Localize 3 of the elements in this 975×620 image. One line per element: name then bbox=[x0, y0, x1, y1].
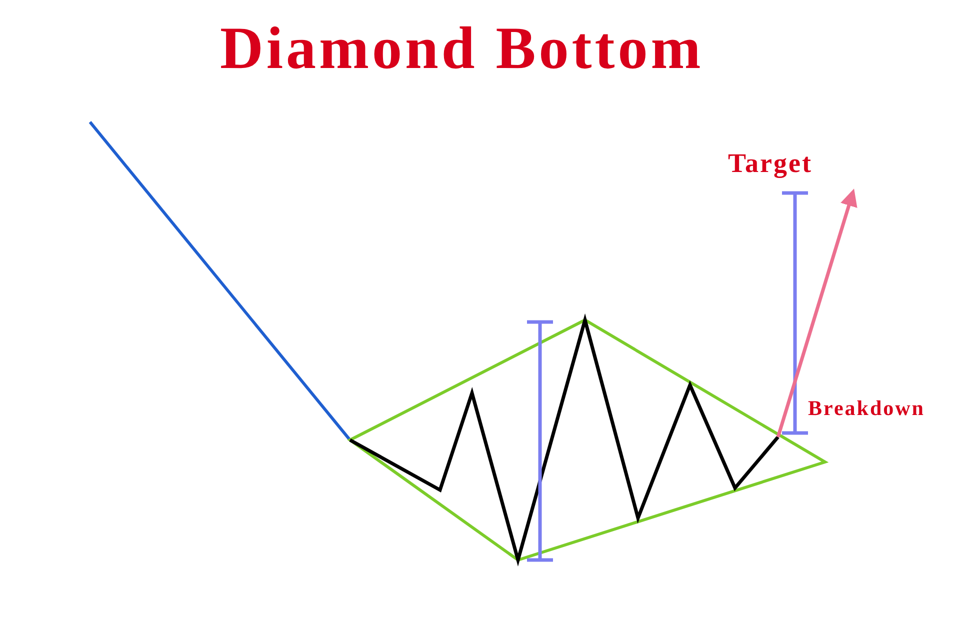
annotation-label: Breakdown bbox=[808, 398, 925, 419]
title: Diamond Bottom bbox=[220, 18, 704, 78]
annotation-label: Target bbox=[728, 150, 812, 177]
